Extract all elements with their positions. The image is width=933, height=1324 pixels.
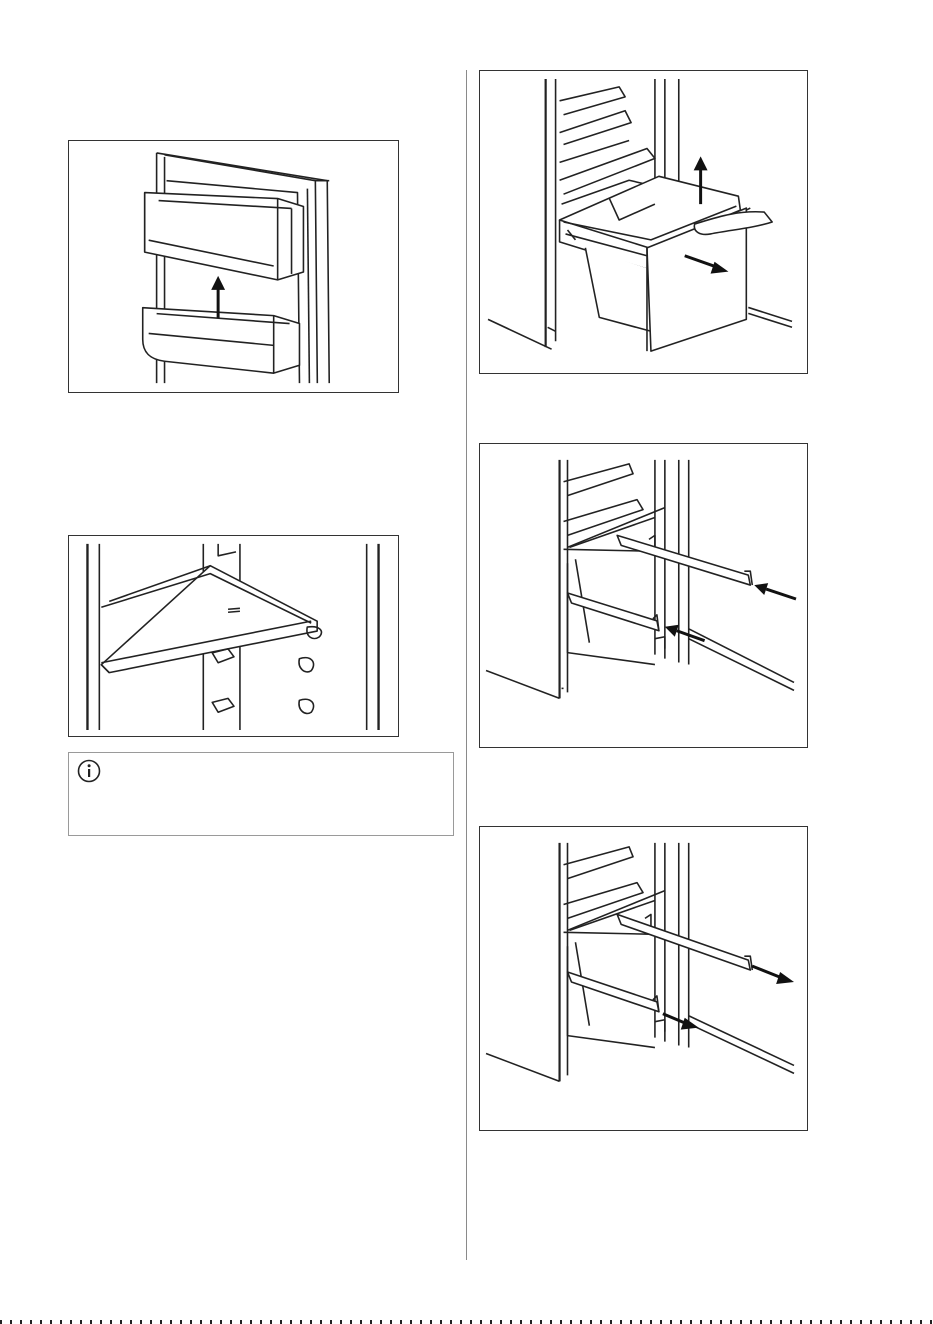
column-divider <box>466 70 467 1260</box>
info-note <box>68 752 454 836</box>
print-crop-marks <box>0 1320 933 1324</box>
figure-glass-shelf <box>68 535 399 737</box>
door-balcony-illustration <box>69 141 398 392</box>
freezer-drawer-illustration <box>480 71 807 373</box>
glass-shelf-illustration <box>69 536 398 736</box>
telescopic-rails-in-illustration <box>480 444 807 747</box>
info-icon <box>77 759 101 783</box>
figure-telescopic-rails-in <box>479 443 808 748</box>
telescopic-rails-out-illustration <box>480 827 807 1130</box>
figure-telescopic-rails-out <box>479 826 808 1131</box>
figure-freezer-drawer <box>479 70 808 374</box>
figure-door-balcony <box>68 140 399 393</box>
